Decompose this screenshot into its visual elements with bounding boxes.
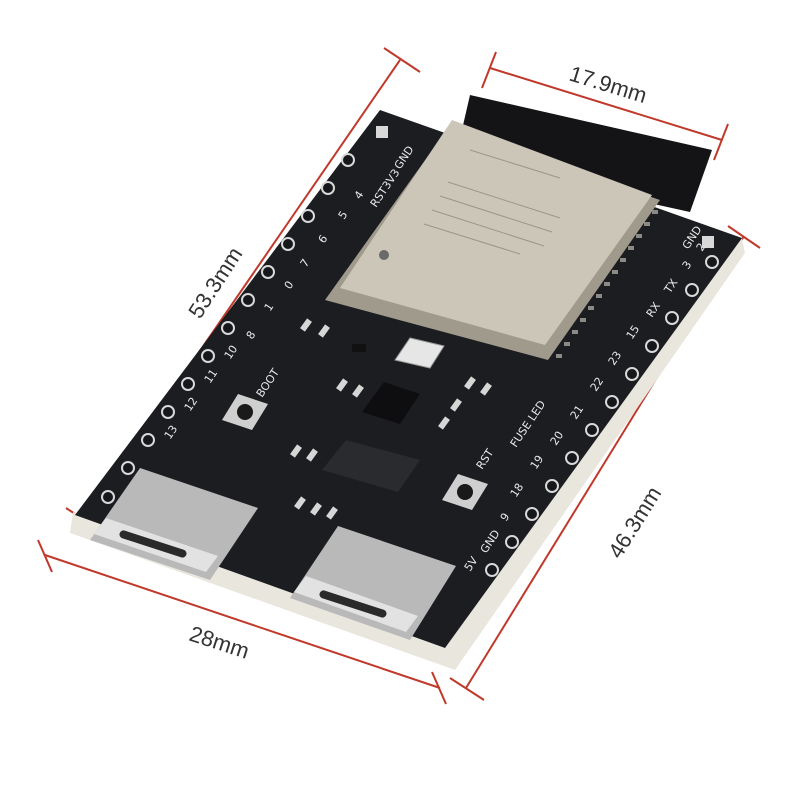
usb-c-port-right	[290, 526, 456, 640]
pin-label: 11	[202, 367, 221, 386]
regulator-ic	[322, 440, 420, 492]
pcb-board: 13 12 11 10 8 1 0 7 6 5 4 RST 3V3 GND	[70, 95, 745, 670]
module-engraving	[423, 149, 561, 255]
pin-label: 15	[624, 323, 643, 342]
dimension-label-module-width: 17.9mm	[567, 61, 650, 108]
right-header	[485, 236, 719, 577]
pin-label: 13	[162, 423, 181, 442]
pin-label: 22	[588, 375, 607, 394]
pin-label: 18	[508, 481, 527, 500]
usb-c-port-left	[90, 468, 258, 580]
pin-label: 10	[222, 343, 241, 362]
pin-label: 12	[182, 395, 201, 414]
dimension-label-board-width: 28mm	[186, 621, 252, 664]
dimension-label-pin-span: 46.3mm	[603, 482, 666, 563]
pin-label: 19	[528, 453, 547, 472]
antenna-area	[455, 95, 712, 212]
module-dot	[379, 250, 389, 260]
pin-label: 21	[568, 403, 587, 422]
left-header	[101, 126, 388, 504]
wifi-module	[325, 120, 660, 360]
module-shield	[340, 120, 652, 345]
pin-label: 20	[548, 429, 567, 448]
module-castellations	[556, 210, 658, 358]
usb-ic	[362, 382, 420, 424]
rgb-led	[394, 337, 445, 369]
smd-components	[290, 318, 492, 520]
pin-label: 23	[606, 349, 625, 368]
